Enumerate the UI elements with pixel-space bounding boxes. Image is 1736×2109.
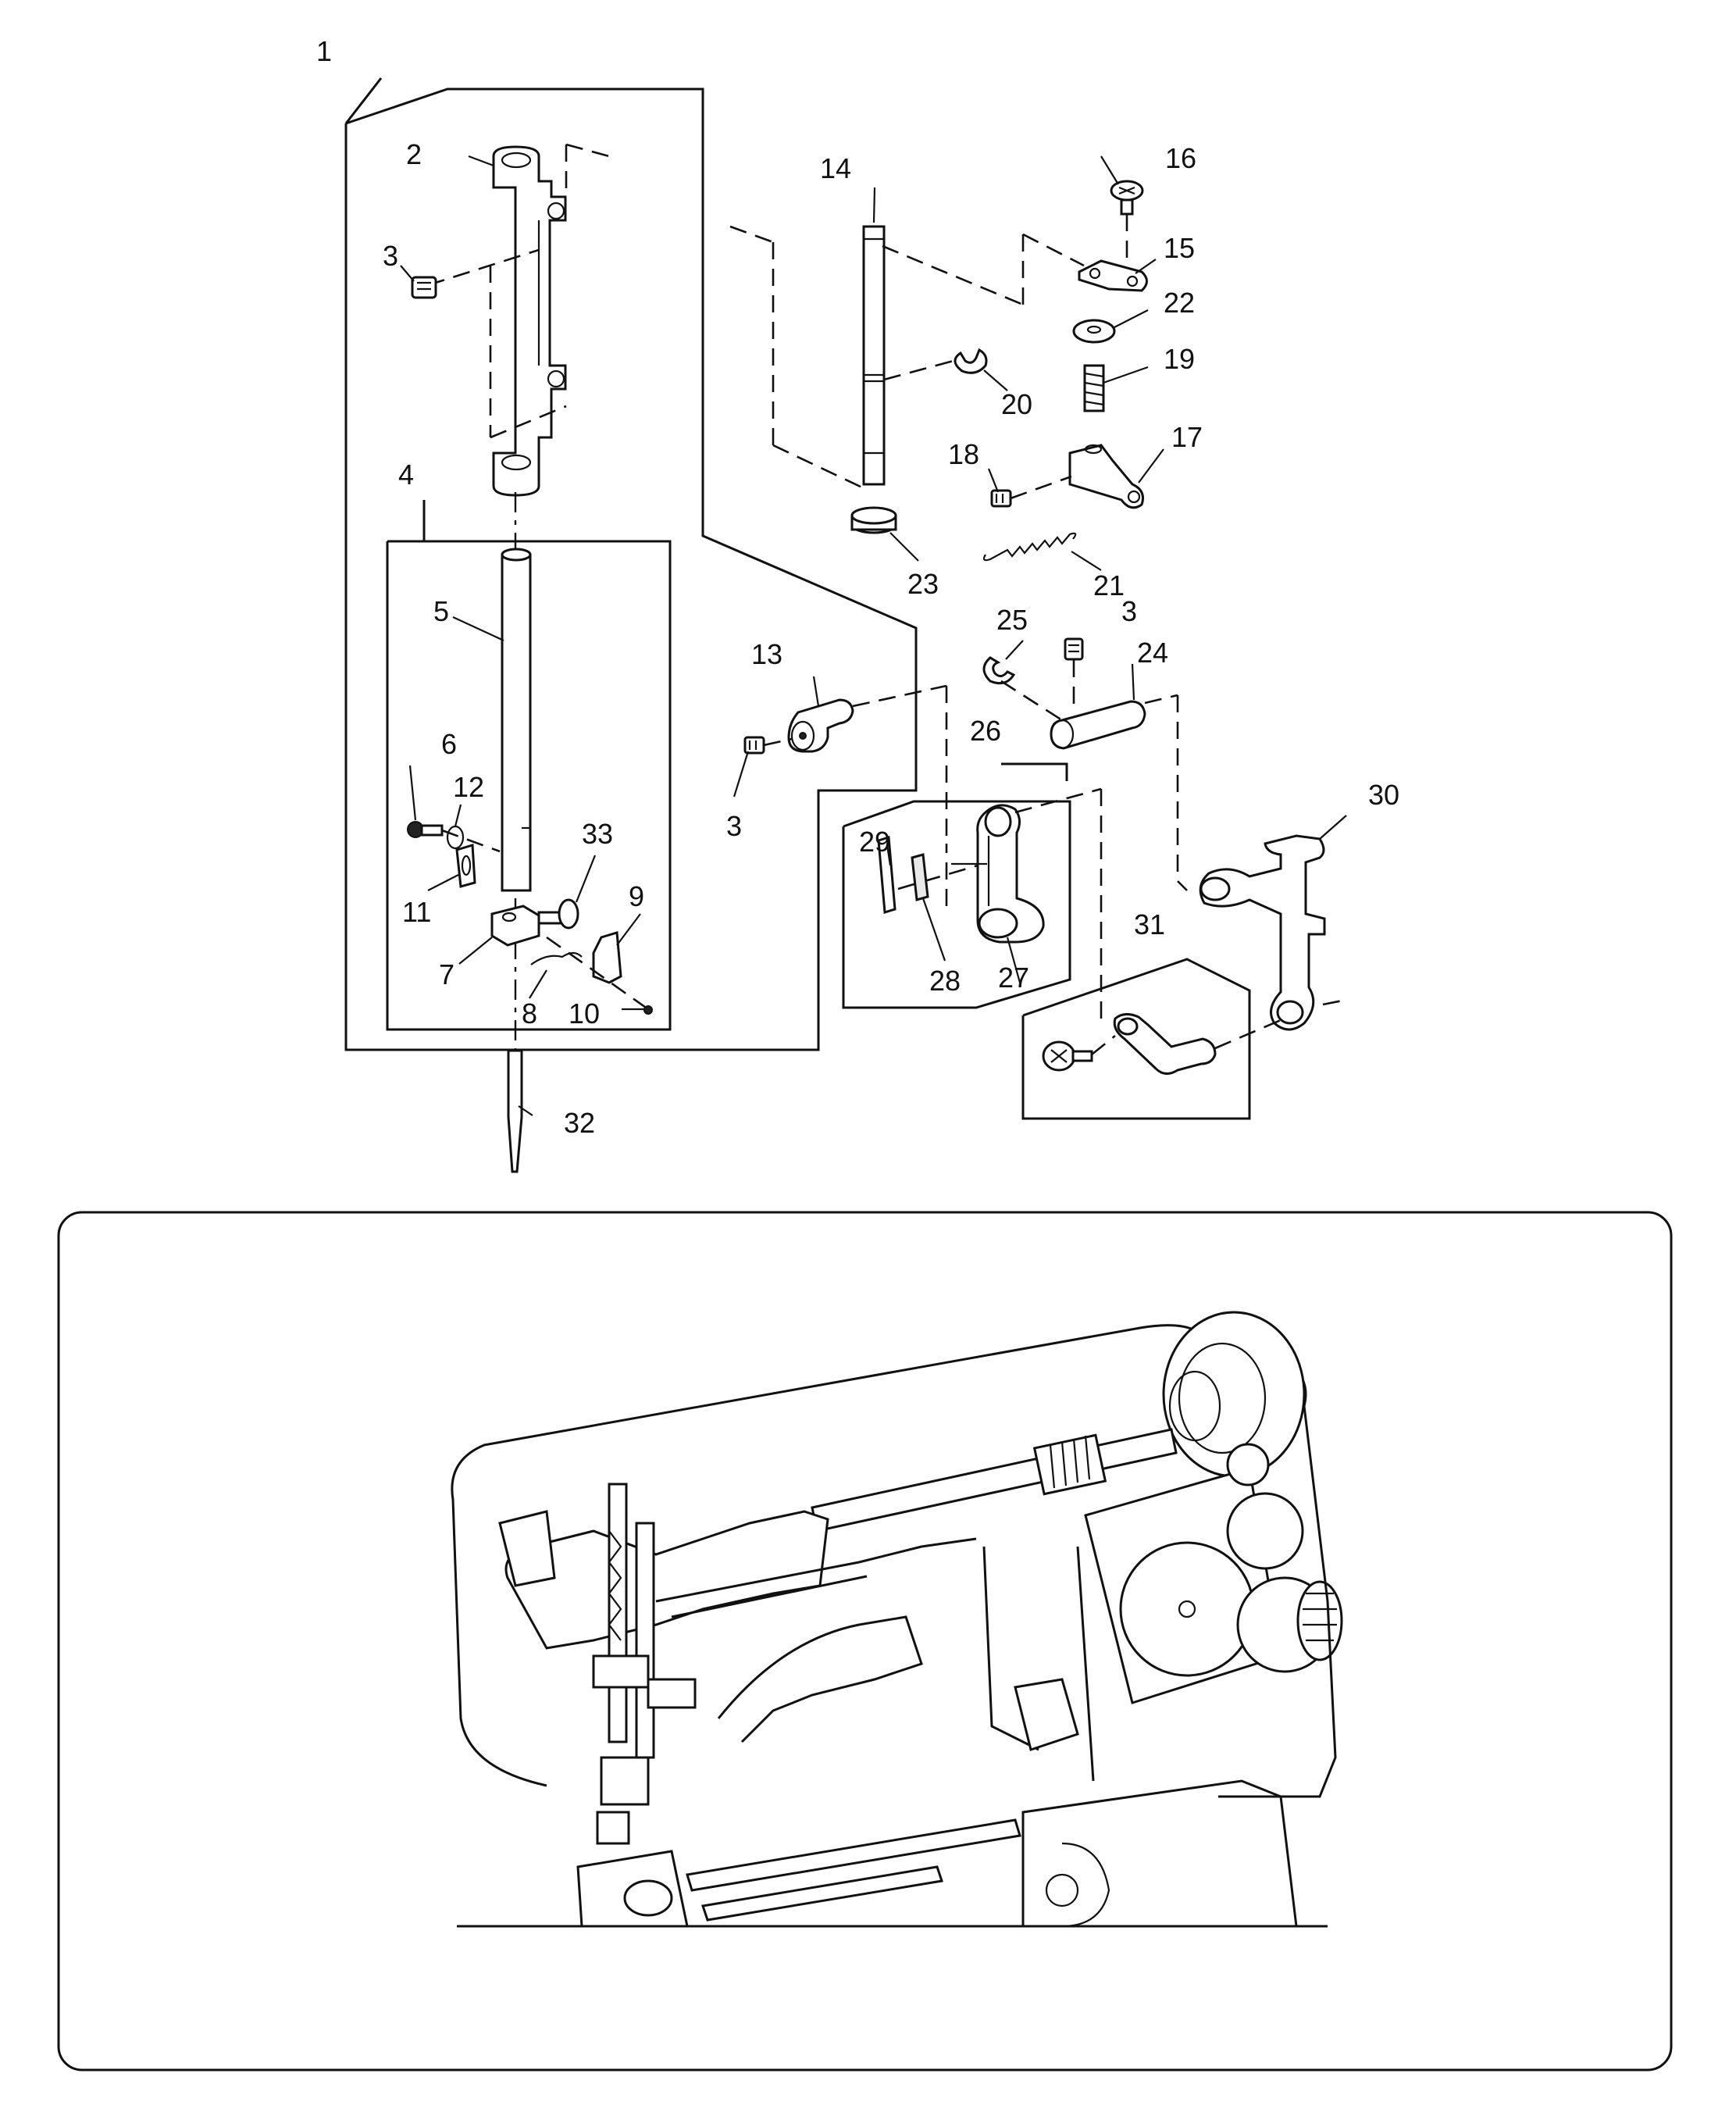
screw-part-16: [1110, 180, 1144, 216]
label-32: 32: [564, 1107, 595, 1139]
link-part-27: [976, 804, 1045, 944]
slide-part-29: [877, 836, 897, 914]
needle-clamp-part-7: [490, 905, 540, 947]
label-9: 9: [629, 880, 644, 912]
screw-part-31-fastener: [1042, 1040, 1093, 1072]
spring-part-19: [1083, 364, 1105, 412]
label-3-upper: 3: [383, 240, 398, 272]
label-26: 26: [970, 715, 1001, 747]
e-ring-part-25: [982, 656, 1016, 685]
shaft-part-13: [787, 698, 854, 753]
label-33: 33: [582, 818, 613, 850]
leader-lines: [400, 155, 1347, 1116]
label-8: 8: [522, 997, 537, 1030]
needle-bar-part-5: [501, 548, 532, 892]
slide-part-28: [911, 853, 929, 901]
label-1: 1: [316, 35, 332, 67]
label-21: 21: [1093, 569, 1125, 601]
label-7: 7: [439, 958, 454, 990]
label-12: 12: [453, 771, 484, 803]
clamp-screw-part-33: [537, 898, 579, 930]
label-25: 25: [996, 604, 1028, 636]
label-5: 5: [433, 595, 449, 627]
label-19: 19: [1164, 343, 1195, 375]
assembly-26-box: [842, 762, 1071, 1009]
label-6: 6: [441, 728, 457, 760]
set-screw-part-3-right: [1064, 637, 1084, 661]
guide-part-9: [592, 931, 622, 984]
label-17: 17: [1171, 421, 1203, 453]
plate-part-15: [1078, 259, 1148, 292]
label-23: 23: [907, 568, 939, 600]
washer-part-22: [1072, 319, 1116, 344]
part-number-labels: 1 2 3 4 5 6 12 33 9 11 7 8 10 32 14 16 1…: [316, 35, 1399, 1139]
collar-part-23: [850, 506, 897, 534]
label-27: 27: [998, 962, 1029, 994]
screw-part-6: [407, 821, 444, 838]
label-16: 16: [1165, 142, 1196, 174]
label-11: 11: [402, 896, 431, 928]
label-20: 20: [1001, 388, 1032, 420]
lever-part-17: [1068, 444, 1144, 509]
label-22: 22: [1164, 287, 1195, 319]
label-14: 14: [820, 152, 851, 184]
e-ring-part-20: [954, 348, 988, 374]
machine-location-inset: [57, 1211, 1673, 2072]
label-15: 15: [1164, 232, 1195, 264]
assembly-1-outline: [344, 77, 918, 1051]
tension-spring-part-21: [982, 532, 1077, 562]
crank-part-31: [1113, 1013, 1217, 1075]
set-screw-part-18: [990, 489, 1012, 508]
assembly-4-box: [386, 500, 672, 1031]
set-screw-part-3-lower: [743, 736, 765, 755]
needle-part-32: [507, 1049, 523, 1173]
label-18: 18: [948, 438, 979, 470]
assembly-31-box: [1021, 958, 1251, 1120]
label-2: 2: [406, 138, 422, 170]
screw-part-10: [643, 1005, 653, 1015]
spring-part-8: [530, 951, 583, 965]
label-29: 29: [859, 826, 890, 858]
lever-part-30: [1199, 834, 1326, 1031]
label-28: 28: [929, 965, 961, 997]
pin-part-24: [1050, 700, 1146, 750]
label-10: 10: [569, 997, 600, 1030]
label-3-lower: 3: [726, 810, 742, 842]
presser-shaft-part-14: [862, 225, 886, 486]
label-31: 31: [1134, 908, 1165, 940]
thread-guide-part-11: [455, 844, 476, 888]
set-screw-part-3-upper: [411, 276, 437, 299]
label-13: 13: [751, 638, 782, 670]
label-24: 24: [1137, 637, 1168, 669]
label-3-right: 3: [1121, 595, 1137, 627]
needle-bar-holder-part-2: [492, 145, 567, 497]
washer-part-12: [446, 825, 465, 850]
label-30: 30: [1368, 779, 1399, 811]
label-4: 4: [398, 459, 414, 491]
